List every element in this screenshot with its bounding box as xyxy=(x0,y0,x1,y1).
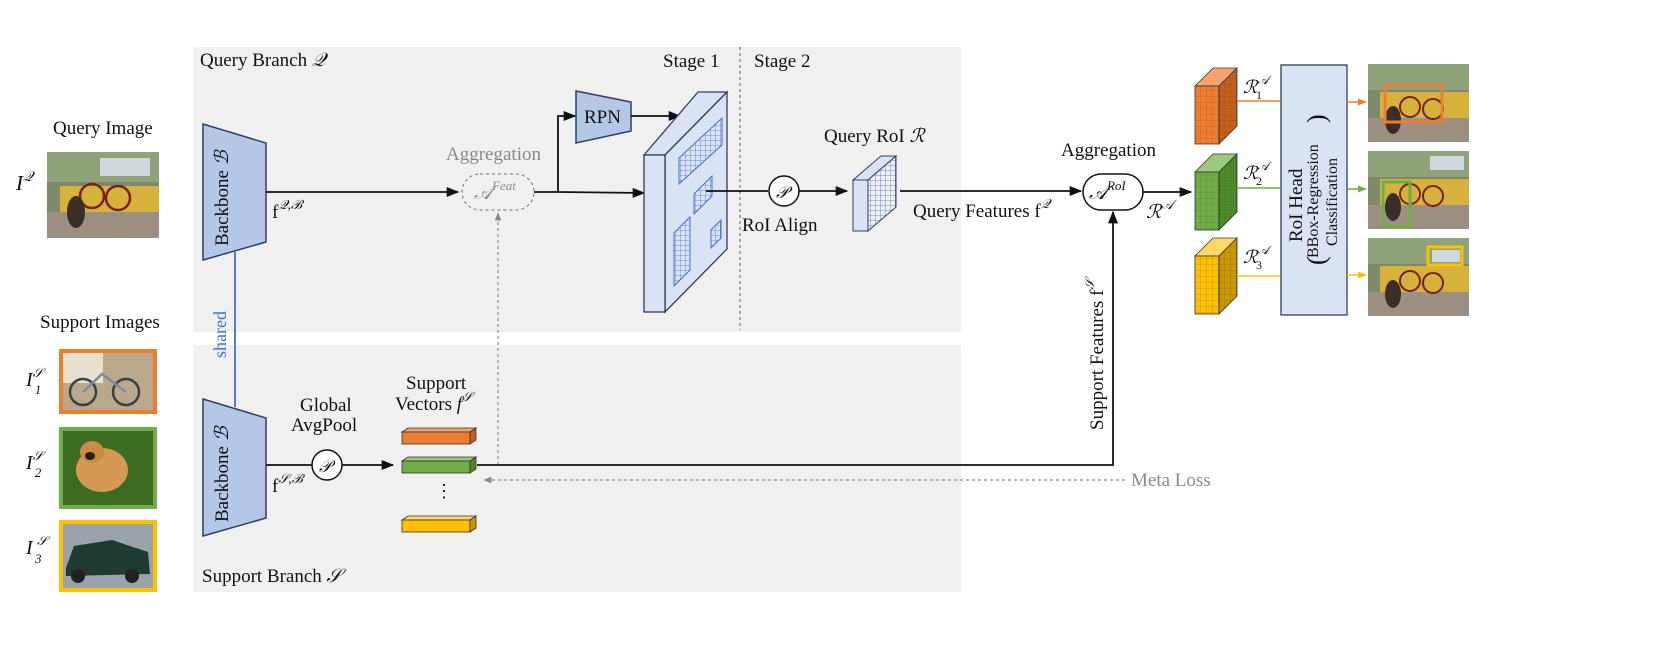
query-image-title: Query Image xyxy=(53,118,153,139)
support-features-label: Support Features f𝒮 xyxy=(1082,276,1108,430)
support-backbone-label: Backbone ℬ xyxy=(212,424,233,522)
roi-head-title: RoI Head xyxy=(1286,168,1307,242)
r3-cube xyxy=(1194,237,1238,315)
support-image-3-sub: 3 xyxy=(34,551,42,566)
support-vector-green xyxy=(400,456,478,474)
r2-label: ℛ𝒜 xyxy=(1243,159,1272,183)
aggregation-roi-title: Aggregation xyxy=(1061,140,1156,161)
output-image-1 xyxy=(1368,64,1469,142)
r3-label: ℛ𝒜 xyxy=(1243,243,1272,267)
rpn-label: RPN xyxy=(584,107,621,128)
r1-cube xyxy=(1194,67,1238,145)
roi-head-bbox-regression: BBox-Regression xyxy=(1305,144,1322,258)
meta-loss-label: Meta Loss xyxy=(1131,470,1211,491)
r2-cube xyxy=(1194,153,1238,231)
roi-head-classification: Classification xyxy=(1324,158,1341,246)
query-image-symbol: I𝒬 xyxy=(15,170,35,195)
r1-label: ℛ𝒜 xyxy=(1243,73,1272,97)
r-a-label: ℛ𝒜 xyxy=(1146,197,1177,223)
support-image-3: I3 𝒮 3 xyxy=(25,520,157,592)
roi-head-paren-close: ) xyxy=(1302,114,1331,123)
support-branch-label: Support Branch 𝒮 xyxy=(202,566,347,587)
roi-head-box xyxy=(1280,64,1348,316)
shared-label: shared xyxy=(210,311,230,358)
support-branch-panel xyxy=(193,345,961,592)
global-avgpool-label-1: Global xyxy=(300,395,352,416)
global-avgpool-label-2: AvgPool xyxy=(291,415,357,436)
query-image-thumbnail xyxy=(47,152,159,238)
support-image-3-symbol: I3 xyxy=(25,533,40,559)
support-vectors-label-1: Support xyxy=(406,373,467,394)
vector-dots: ⋮ xyxy=(435,481,453,501)
support-backbone xyxy=(202,397,267,537)
r1-sub: 1 xyxy=(1256,88,1262,102)
r2-sub: 2 xyxy=(1256,174,1262,188)
output-image-2 xyxy=(1368,151,1469,229)
query-branch-panel xyxy=(193,47,961,332)
stage1-label: Stage 1 xyxy=(663,51,719,72)
aggregation-feat-title: Aggregation xyxy=(446,144,541,165)
support-image-3-sup: 𝒮 xyxy=(37,533,51,548)
agg-to-feature-map-arrow xyxy=(557,187,646,198)
r3-sub: 3 xyxy=(1256,258,1262,272)
query-roi-cube xyxy=(851,154,898,233)
support-images-title: Support Images xyxy=(40,312,160,333)
roi-align-label: RoI Align xyxy=(742,215,818,236)
query-features-label: Query Features f𝒬 xyxy=(913,196,1053,222)
stage2-label: Stage 2 xyxy=(754,51,810,72)
output-image-3 xyxy=(1368,238,1469,316)
query-feature-label: f𝒬,ℬ xyxy=(272,197,305,223)
support-features-arrow xyxy=(477,210,1119,466)
feature-map-slab xyxy=(642,90,729,314)
query-backbone xyxy=(202,122,267,261)
query-branch-label: Query Branch 𝒬 xyxy=(200,50,329,71)
agg-to-rpn-arrow xyxy=(534,110,577,193)
rpn-block xyxy=(575,90,632,144)
support-vector-yellow xyxy=(400,515,478,533)
support-feature-label: f𝒮,ℬ xyxy=(272,471,306,497)
query-backbone-label: Backbone ℬ xyxy=(212,148,233,246)
roi-head-paren-open: ( xyxy=(1302,256,1331,265)
query-roi-label: Query RoI ℛ xyxy=(824,126,926,147)
aggregation-feat-node xyxy=(461,173,535,211)
support-vector-orange xyxy=(400,427,478,445)
